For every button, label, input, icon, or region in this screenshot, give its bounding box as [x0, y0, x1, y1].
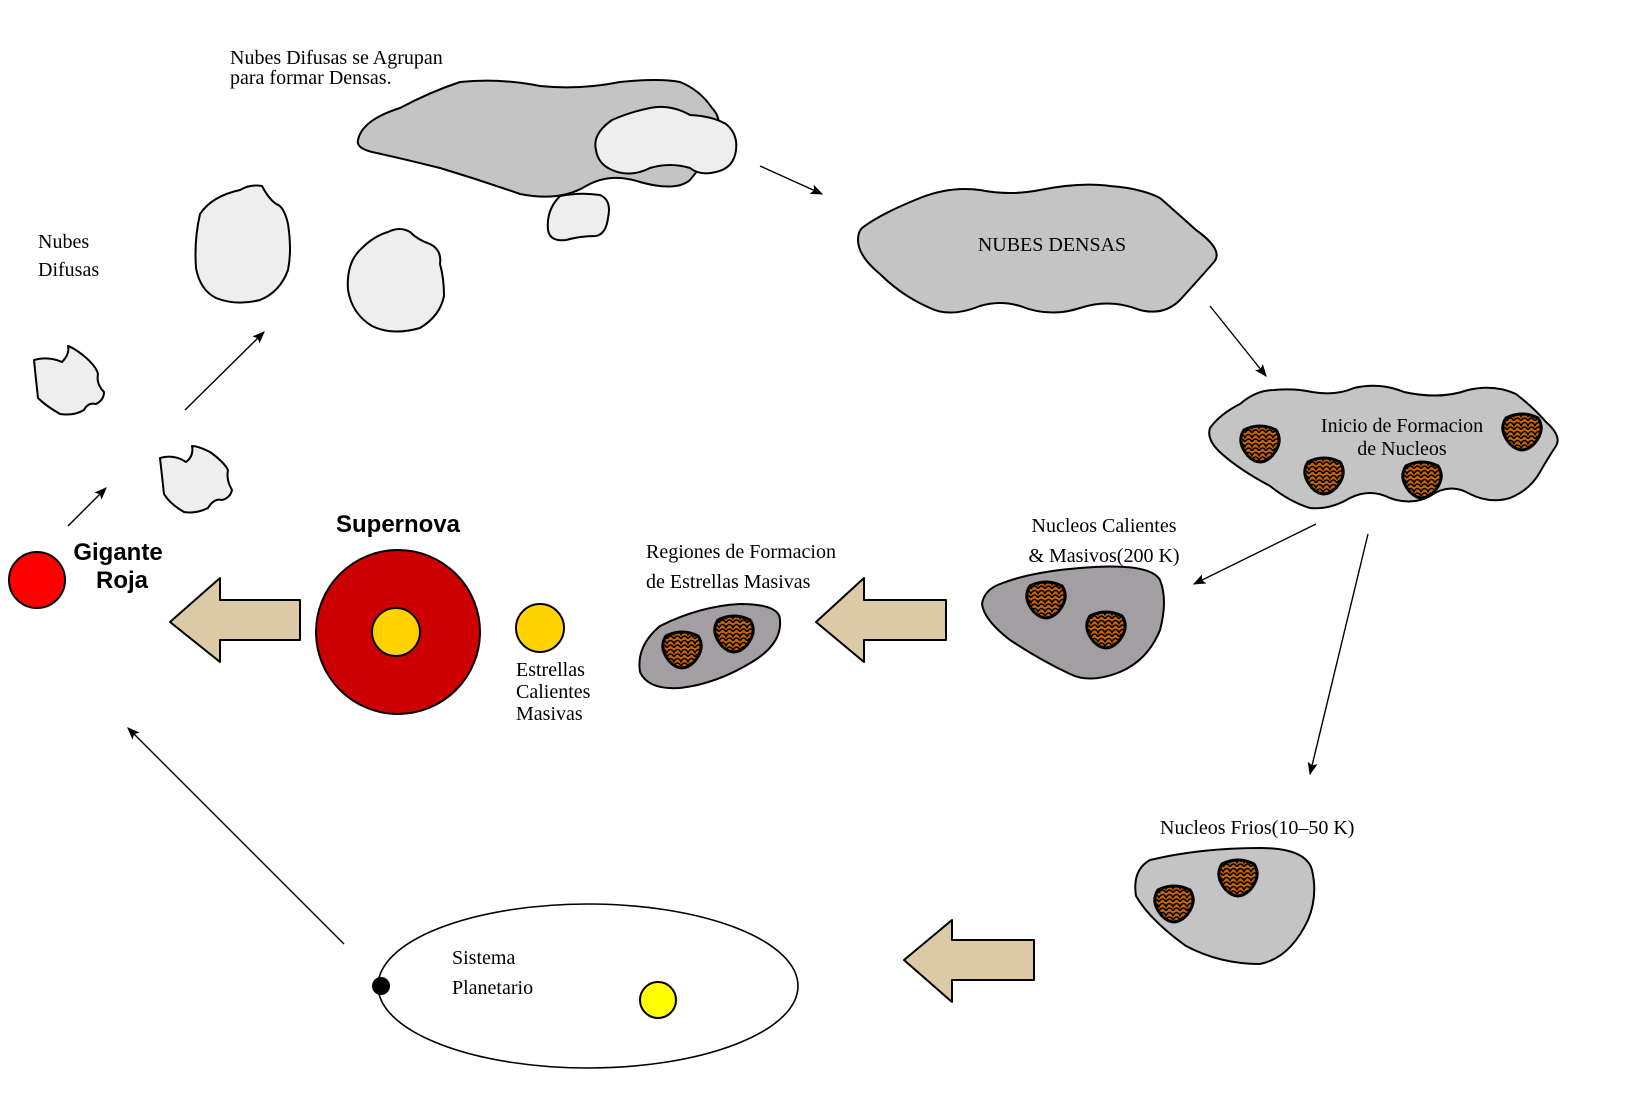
- arrow-dense-to-cores: [1209, 305, 1267, 377]
- diffuse-cloud-small-2: [159, 445, 233, 514]
- core-icon: [1025, 580, 1067, 620]
- red-giant: [8, 551, 66, 609]
- arrow-to-hot-cores: [1192, 523, 1317, 585]
- label-massive-regions-line2: de Estrellas Masivas: [646, 571, 811, 593]
- cold-cores-region: [1134, 847, 1316, 965]
- big-arrow-to-massive-regions: [815, 577, 947, 663]
- big-arrow-to-planetary: [903, 919, 1035, 1003]
- core-formation-cloud: [1208, 384, 1559, 510]
- label-diffuse-group-line1: Nubes Difusas se Agrupan: [230, 47, 443, 69]
- core-icon: [1217, 858, 1259, 898]
- diffuse-cloud-overlap-large: [594, 105, 738, 175]
- hot-cores-region: [981, 565, 1165, 680]
- diffuse-cloud-round-2: [346, 228, 445, 333]
- core-icon: [1401, 460, 1443, 500]
- hot-massive-star: [515, 603, 565, 653]
- core-icon: [1153, 884, 1195, 924]
- label-dense-clouds: NUBES DENSAS: [978, 234, 1126, 256]
- core-icon: [1239, 424, 1281, 464]
- massive-star-region: [638, 603, 782, 690]
- label-hot-cores-line1: Nucleos Calientes: [1032, 515, 1177, 537]
- dense-cloud: [857, 183, 1218, 314]
- arrow-giant-to-diffuse: [67, 487, 107, 527]
- core-icon: [1303, 456, 1345, 496]
- core-icon: [661, 630, 703, 670]
- core-icon: [713, 614, 755, 654]
- big-arrow-to-red-giant: [169, 577, 301, 663]
- label-core-formation-line2: de Nucleos: [1357, 438, 1447, 460]
- label-diffuse-line2: Difusas: [38, 259, 99, 281]
- label-hot-stars-line3: Masivas: [516, 703, 583, 725]
- label-massive-regions-line1: Regiones de Formacion: [646, 541, 836, 563]
- arrow-diffuse-up: [184, 331, 265, 411]
- clouds-grouping: [33, 79, 738, 514]
- label-hot-stars-line1: Estrellas: [516, 659, 585, 681]
- label-hot-stars-line2: Calientes: [516, 681, 591, 703]
- diffuse-cloud-round-1: [194, 184, 291, 304]
- label-supernova: Supernova: [336, 511, 461, 538]
- planet: [372, 977, 390, 995]
- label-cold-cores: Nucleos Frios(10–50 K): [1160, 817, 1354, 839]
- diffuse-cloud-small-1: [33, 345, 105, 416]
- label-hot-cores-line2: & Masivos(200 K): [1028, 545, 1179, 567]
- core-icon: [1501, 412, 1543, 452]
- label-red-giant-line1: Gigante: [73, 539, 162, 566]
- supernova-core: [371, 607, 421, 657]
- label-core-formation-line1: Inicio de Formacion: [1321, 415, 1483, 437]
- arrow-to-dense: [759, 165, 824, 195]
- label-diffuse-line1: Nubes: [38, 231, 89, 253]
- core-icon: [1085, 610, 1127, 650]
- planetary-orbit: [377, 903, 799, 1069]
- label-red-giant-line2: Roja: [96, 567, 149, 594]
- diffuse-cloud-overlap-small: [546, 192, 610, 242]
- planetary-sun: [639, 981, 677, 1019]
- label-planetary-line1: Sistema: [452, 947, 515, 969]
- label-diffuse-group-line2: para formar Densas.: [230, 67, 392, 89]
- arrow-to-cold-cores: [1307, 533, 1369, 776]
- label-planetary-line2: Planetario: [452, 977, 533, 999]
- arrow-planetary-to-giant: [127, 727, 345, 945]
